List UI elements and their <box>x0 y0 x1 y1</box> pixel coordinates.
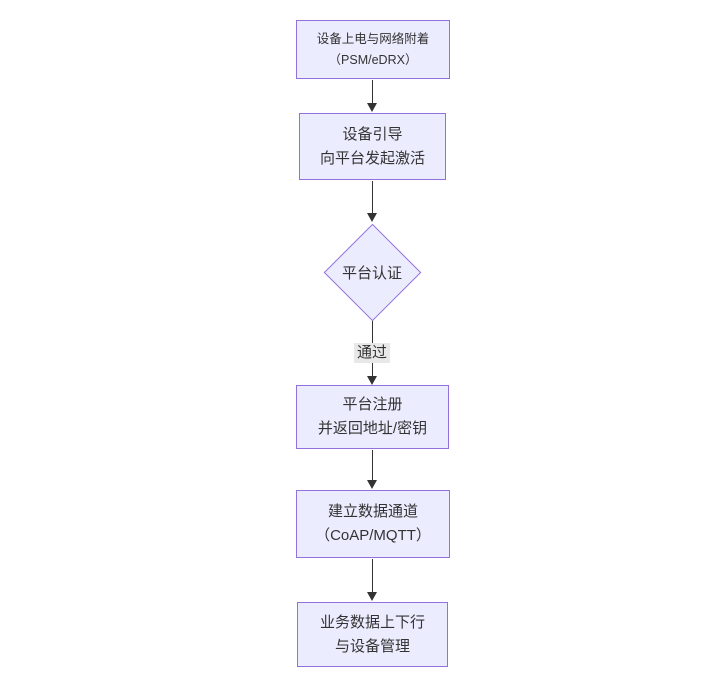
node-label-line: （CoAP/MQTT） <box>315 527 431 544</box>
node-label-line: 平台注册 <box>342 396 403 413</box>
edge-label-pass: 通过 <box>353 343 391 363</box>
node-bootstrap: 设备引导 向平台发起激活 <box>299 113 446 180</box>
node-data-channel: 建立数据通道 （CoAP/MQTT） <box>296 490 450 558</box>
node-label-line: 业务数据上下行 <box>319 613 425 631</box>
node-label-line: 并返回地址/密钥 <box>317 420 428 437</box>
node-label-line: 设备上电与网络附着 <box>316 31 430 46</box>
arrowhead-icon <box>367 592 377 601</box>
node-platform-auth: 平台认证 <box>323 223 421 321</box>
arrowhead-icon <box>367 103 377 112</box>
node-label-line: 向平台发起激活 <box>319 149 425 167</box>
edge-line <box>371 559 373 593</box>
arrowhead-icon <box>367 376 377 385</box>
node-label-line: 设备引导 <box>342 125 403 143</box>
node-power-attach: 设备上电与网络附着 （PSM/eDRX） <box>296 20 450 79</box>
node-label-line: 建立数据通道 <box>327 503 418 520</box>
node-label-line: （PSM/eDRX） <box>328 52 418 67</box>
node-label-line: 平台认证 <box>341 264 402 282</box>
edge-line <box>371 450 373 481</box>
node-platform-register: 平台注册 并返回地址/密钥 <box>296 385 449 449</box>
arrowhead-icon <box>367 213 377 222</box>
arrowhead-icon <box>367 480 377 489</box>
node-business-data: 业务数据上下行 与设备管理 <box>297 602 448 667</box>
node-label-line: 与设备管理 <box>334 637 410 655</box>
edge-line <box>371 80 373 104</box>
edge-line <box>371 181 373 214</box>
